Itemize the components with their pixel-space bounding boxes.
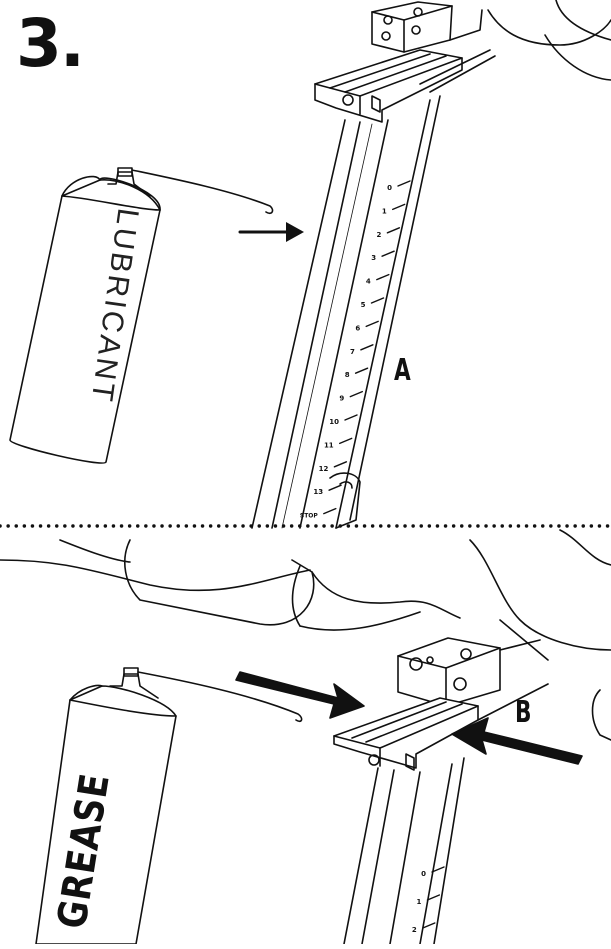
scale-top-tick-1 [392,203,406,211]
scale-top-mark-7: 7 [350,348,355,356]
scale-top-mark-3: 3 [371,254,376,262]
post-collar-top [329,472,361,529]
frame-tube-right [469,539,611,651]
scale-top-tick-13 [328,484,342,491]
scale-top-tick-6 [365,320,379,328]
lubricant-can [9,167,274,464]
scale-top-tick-11 [339,437,353,445]
top-panel [9,0,611,529]
scale-top-mark-5: 5 [361,301,366,309]
step-number: 3. [16,5,85,82]
scale-top-tick-9 [349,390,363,398]
scale-top-tick-4 [376,273,390,281]
scale-top-mark-6: 6 [355,324,360,332]
scale-top-mark-14: STOP [300,513,319,520]
seat-pad [124,539,315,626]
scale-top-tick-0 [397,180,411,187]
frame-pad-left-2 [59,539,131,563]
arrow-right-head-icon [286,222,304,242]
scale-top-mark-10: 10 [329,418,339,426]
arrow-press-right-icon [451,717,583,765]
scale-top-mark-0: 0 [387,184,392,192]
scale-top-tick-14 [323,507,337,515]
scale-top-mark-8: 8 [345,371,350,379]
scale-top-tick-7 [360,344,374,351]
scale-top-mark-9: 9 [339,395,344,403]
scale-top-mark-1: 1 [382,207,387,215]
seat-bracket-top [314,1,496,123]
frame-curve-top-2 [555,0,611,41]
frame-pad-left [0,559,311,592]
scale-bottom-mark-1: 1 [417,898,422,906]
scale-top-mark-4: 4 [366,278,371,286]
scale-bottom-tick-1 [426,894,441,901]
scale-top-tick-3 [381,250,395,257]
arrow-press-left-icon [235,671,365,719]
scale-bottom-tick-0 [431,866,445,873]
scale-top-tick-10 [344,414,358,421]
scale-bottom-mark-2: 2 [412,926,417,934]
scale-top-tick-8 [354,367,369,374]
scale-top-tick-5 [370,297,385,304]
bottom-panel [0,529,611,945]
callout-b: B [515,695,532,730]
seat-post [251,95,441,529]
callout-a: A [394,353,411,388]
scale-bottom-mark-0: 0 [421,870,426,878]
frame-tube-top [544,34,611,81]
scale-top-mark-11: 11 [324,441,334,449]
scale-top-tick-12 [333,461,348,468]
seat-post-bottom [343,757,465,945]
scale-top-mark-13: 13 [313,488,323,496]
frame-curve-top [487,9,611,46]
scale-top-tick-2 [386,227,401,234]
scale-bottom-tick-2 [422,922,436,929]
seat-bracket-bottom [333,637,549,771]
scale-top-mark-2: 2 [377,231,382,239]
scale-top-mark-12: 12 [319,465,329,473]
scale-bottom: 0 1 2 [412,866,445,934]
